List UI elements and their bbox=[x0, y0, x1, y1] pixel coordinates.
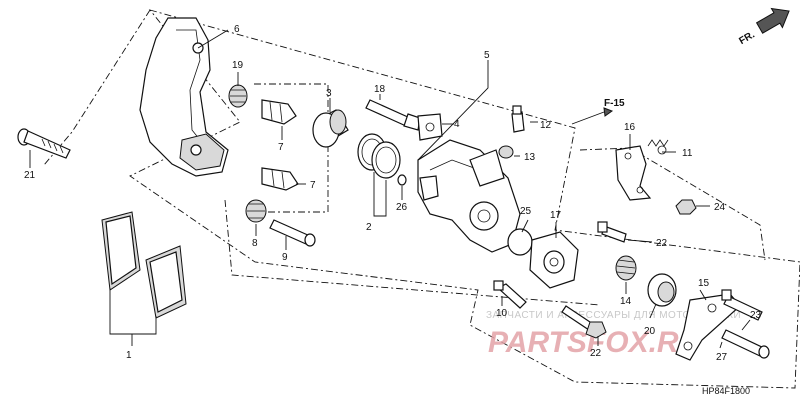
lever-boot-part bbox=[647, 273, 677, 307]
label-part-22-upper: 22 bbox=[656, 238, 668, 249]
group-outline-caliper bbox=[129, 9, 800, 389]
diagram-code: HP84F1800 bbox=[702, 386, 750, 396]
reference-f15-label: F-15 bbox=[604, 98, 625, 109]
reference-leader bbox=[571, 111, 605, 125]
piston-seal-set-part bbox=[357, 133, 401, 179]
caliper-body-part bbox=[417, 139, 521, 253]
bracket-bolt-upper-part bbox=[597, 221, 627, 243]
bleeder-screw-part bbox=[511, 105, 525, 133]
label-part-14: 14 bbox=[620, 296, 632, 307]
label-part-26: 26 bbox=[396, 202, 408, 213]
adjusting-screw-part bbox=[721, 329, 770, 359]
label-part-3: 3 bbox=[326, 88, 332, 99]
label-part-15: 15 bbox=[698, 278, 710, 289]
label-part-7-lower: 7 bbox=[310, 180, 316, 191]
pad-pin-plug-part bbox=[417, 113, 443, 141]
lever-nut-part bbox=[675, 199, 697, 215]
reference-arrow-icon bbox=[603, 107, 614, 117]
pad-spring-clip-upper-part bbox=[261, 99, 297, 125]
label-part-9: 9 bbox=[282, 252, 288, 263]
slide-pin-part bbox=[269, 219, 316, 247]
front-direction-arrow-icon bbox=[755, 7, 790, 34]
pad-pin-part bbox=[365, 99, 421, 131]
slide-pin-boot-part bbox=[245, 199, 267, 223]
label-part-11: 11 bbox=[682, 148, 693, 159]
caliper-joint-part bbox=[529, 231, 579, 289]
lever-spring-part bbox=[647, 139, 669, 155]
label-part-12: 12 bbox=[540, 120, 552, 131]
bleeder-cap-part bbox=[498, 145, 514, 159]
label-part-6: 6 bbox=[234, 24, 240, 35]
label-part-18: 18 bbox=[374, 84, 386, 95]
label-part-5: 5 bbox=[484, 50, 490, 61]
bracket-bolt-lower-part bbox=[561, 305, 607, 339]
label-part-27: 27 bbox=[716, 352, 728, 363]
leader-lines bbox=[29, 29, 751, 349]
label-part-22-lower: 22 bbox=[590, 348, 602, 359]
group-outline-arm bbox=[579, 147, 766, 261]
label-part-16: 16 bbox=[624, 122, 636, 133]
return-spring-part bbox=[615, 255, 637, 281]
parking-arm-part bbox=[675, 293, 741, 361]
group-outline-parts-box bbox=[254, 83, 329, 213]
label-part-19: 19 bbox=[232, 60, 244, 71]
label-part-2: 2 bbox=[366, 222, 372, 233]
parking-lever-bracket-part bbox=[615, 145, 652, 201]
label-part-24: 24 bbox=[714, 202, 726, 213]
label-part-21: 21 bbox=[24, 170, 36, 181]
joint-bolt-part bbox=[493, 280, 527, 309]
label-part-23: 23 bbox=[750, 310, 762, 321]
label-part-1: 1 bbox=[126, 350, 132, 361]
label-part-13: 13 bbox=[524, 152, 536, 163]
arm-bolt-part bbox=[721, 289, 763, 321]
group-outline-bracket bbox=[43, 9, 151, 166]
caliper-piston-part bbox=[312, 109, 349, 148]
label-part-7-upper: 7 bbox=[278, 142, 284, 153]
label-part-10: 10 bbox=[496, 308, 508, 319]
watermark-caption: ЗАПЧАСТИ И АКСЕССУАРЫ ДЛЯ МОТОТЕХНИКИ bbox=[486, 310, 741, 321]
label-part-20: 20 bbox=[644, 326, 656, 337]
bracket-bolt-part bbox=[17, 128, 71, 159]
label-part-17: 17 bbox=[550, 210, 562, 221]
pad-spring-clip-lower-part bbox=[261, 167, 299, 191]
label-part-8: 8 bbox=[252, 238, 258, 249]
label-part-25: 25 bbox=[520, 206, 532, 217]
label-part-4: 4 bbox=[454, 119, 460, 130]
o-ring-small-part bbox=[397, 174, 407, 186]
o-ring-part bbox=[507, 228, 533, 256]
front-direction-label: FR. bbox=[737, 29, 757, 47]
caliper-bracket-part bbox=[139, 17, 229, 177]
group-outline-lower bbox=[224, 199, 601, 306]
brake-pad-set-part bbox=[101, 211, 187, 319]
pin-boot-part bbox=[228, 84, 248, 108]
